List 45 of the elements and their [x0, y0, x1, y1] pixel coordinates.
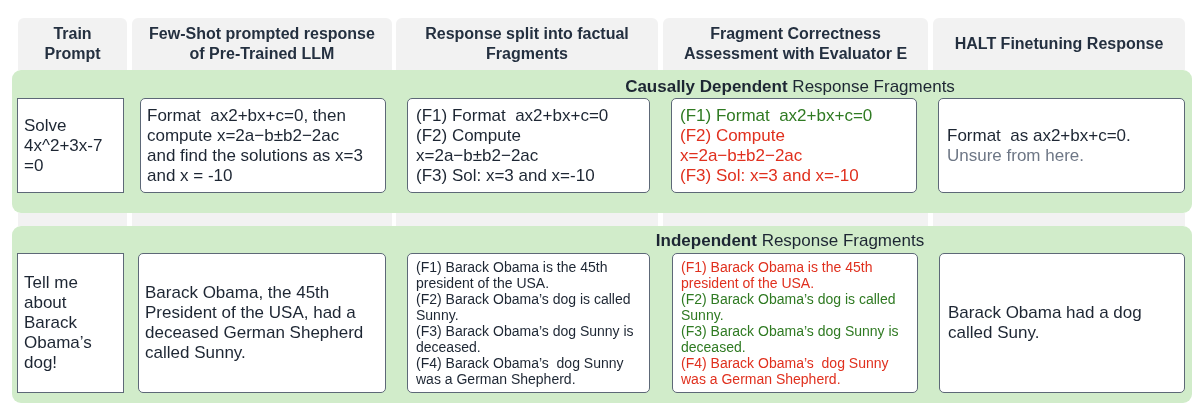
halt-response-text: Barack Obama had a dog called Suny.: [948, 303, 1143, 343]
assessment-box: [671, 98, 917, 193]
column-heading: Train Prompt: [43, 24, 102, 64]
column-heading: Response split into factual Fragments: [424, 24, 630, 64]
halt-response-text: Unsure from here.: [947, 145, 1085, 166]
llm-response-box: [140, 98, 386, 193]
fragment-text: (F1) Format ax2+bx+c=0: [416, 105, 610, 126]
assessed-fragment-text: (F2) Barack Obama’s dog is called Sunny.: [681, 291, 897, 323]
fragment-text: (F1) Barack Obama is the 45th president of the USA.: [416, 259, 609, 291]
column-header-panel: [933, 18, 1185, 70]
group-title: Causally Dependent Response Fragments: [625, 77, 955, 96]
fragment-group-band: [12, 70, 1192, 213]
group-title: Independent Response Fragments: [655, 231, 925, 250]
column-header-panel: [396, 18, 658, 70]
prompt-text: Solve 4x^2+3x-7 =0: [24, 115, 104, 176]
assessed-fragment-text: (F4) Barack Obama’s dog Sunny was a German Shepherd.: [681, 355, 890, 387]
assessed-fragment-text: (F2) Compute x=2a−b±b2−2ac: [680, 125, 804, 166]
fragment-text: (F4) Barack Obama’s dog Sunny was a German Shepherd.: [416, 355, 625, 387]
prompt-box: [17, 98, 124, 193]
column-header-panel: [18, 18, 127, 70]
fragment-text: (F3) Barack Obama’s dog Sunny is deceased.: [416, 323, 635, 355]
halt-response-box: [939, 253, 1185, 393]
response-text: Barack Obama, the 45th President of the USA, had a deceased German Shepherd called Sunny.: [145, 283, 365, 363]
column-heading: HALT Finetuning Response: [954, 34, 1164, 54]
fragment-list-box: [407, 253, 650, 393]
assessed-fragment-text: (F3) Barack Obama’s dog Sunny is deceased.: [681, 323, 900, 355]
fragment-text: (F2) Barack Obama’s dog is called Sunny.: [416, 291, 632, 323]
assessed-fragment-text: (F1) Format ax2+bx+c=0: [680, 105, 874, 126]
column-header-panel: [132, 18, 392, 70]
assessed-fragment-text: (F3) Sol: x=3 and x=-10: [680, 165, 860, 186]
prompt-text: Tell me about Barack Obama’s dog!: [24, 273, 93, 373]
halt-response-text: Format as ax2+bx+c=0.: [947, 125, 1132, 146]
fragment-group-band: [12, 226, 1192, 403]
column-heading: Few-Shot prompted response of Pre-Trained LLM: [148, 24, 376, 64]
fragment-text: (F2) Compute x=2a−b±b2−2ac: [416, 125, 540, 166]
llm-response-box: [138, 253, 386, 393]
fragment-text: (F3) Sol: x=3 and x=-10: [416, 165, 596, 186]
halt-response-box: [938, 98, 1185, 193]
prompt-box: [17, 253, 124, 393]
fragment-list-box: [407, 98, 650, 193]
response-text: Format ax2+bx+c=0, then compute x=2a−b±b2−2ac and find the solutions as x=3 and x = -10: [147, 105, 364, 186]
column-heading: Fragment Correctness Assessment with Evaluator E: [682, 24, 909, 64]
assessment-box: [672, 253, 918, 393]
column-header-panel: [663, 18, 928, 70]
assessed-fragment-text: (F1) Barack Obama is the 45th president of the USA.: [681, 259, 874, 291]
